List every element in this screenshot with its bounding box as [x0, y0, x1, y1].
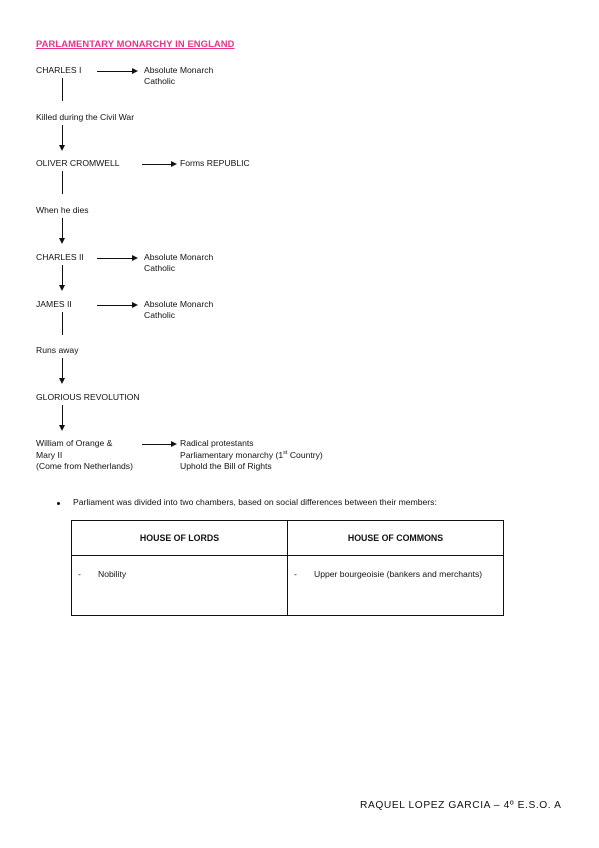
arrow-right-icon: [132, 68, 138, 74]
connector-line: [62, 265, 63, 285]
charles-ii-note-2: Catholic: [144, 263, 176, 273]
arrow-down-icon: [59, 425, 65, 431]
flow-charles-ii: CHARLES II: [36, 252, 84, 262]
connector-line: [62, 171, 63, 194]
flow-connector-when-he-dies: When he dies: [36, 205, 89, 215]
connector-line: [62, 218, 63, 238]
william-note-1: Radical protestants: [180, 438, 254, 448]
william-line-3: (Come from Netherlands): [36, 461, 133, 471]
charles-i-note-1: Absolute Monarch: [144, 65, 214, 75]
james-ii-note-2: Catholic: [144, 310, 176, 320]
arrow-line: [97, 305, 132, 306]
page-footer: RAQUEL LOPEZ GARCIA – 4º E.S.O. A: [360, 800, 562, 811]
cell-lords: - Nobility: [71, 555, 288, 616]
arrow-down-icon: [59, 238, 65, 244]
william-line-1: William of Orange &: [36, 438, 113, 448]
bullet-icon: [57, 502, 60, 505]
connector-line: [62, 358, 63, 378]
william-note-2-superscript: st: [283, 450, 288, 457]
arrow-line: [142, 444, 171, 445]
arrow-line: [142, 164, 171, 165]
flow-charles-i: CHARLES I: [36, 65, 82, 75]
cell-commons-text: Upper bourgeoisie (bankers and merchants…: [314, 569, 483, 579]
cell-lords-text: Nobility: [98, 569, 127, 579]
list-dash: -: [78, 569, 81, 579]
table-row: - Nobility - Upper bourgeoisie (bankers …: [71, 555, 504, 616]
arrow-right-icon: [132, 302, 138, 308]
list-dash: -: [294, 569, 297, 579]
flow-connector-runs-away: Runs away: [36, 345, 79, 355]
header-house-of-lords: HOUSE OF LORDS: [71, 520, 288, 556]
flow-james-ii: JAMES II: [36, 299, 72, 309]
arrow-down-icon: [59, 378, 65, 384]
arrow-down-icon: [59, 145, 65, 151]
arrow-right-icon: [171, 441, 177, 447]
header-house-of-commons: HOUSE OF COMMONS: [287, 520, 504, 556]
charles-i-note-2: Catholic: [144, 76, 176, 86]
flow-glorious-revolution: GLORIOUS REVOLUTION: [36, 392, 140, 402]
table-header-row: HOUSE OF LORDS HOUSE OF COMMONS: [71, 520, 504, 556]
connector-line: [62, 405, 63, 425]
flow-oliver-cromwell: OLIVER CROMWELL: [36, 158, 120, 168]
document-title: PARLAMENTARY MONARCHY IN ENGLAND: [36, 38, 235, 49]
arrow-right-icon: [171, 161, 177, 167]
william-note-2: Parliamentary monarchy (1st Country): [180, 450, 323, 461]
charles-ii-note-1: Absolute Monarch: [144, 252, 214, 262]
cromwell-note: Forms REPUBLIC: [180, 158, 250, 168]
bullet-text: Parliament was divided into two chambers…: [73, 497, 437, 507]
william-note-2-text: Parliamentary monarchy (1: [180, 450, 284, 460]
william-line-2: Mary II: [36, 450, 63, 460]
cell-commons: - Upper bourgeoisie (bankers and merchan…: [287, 555, 504, 616]
flow-connector-civil-war: Killed during the Civil War: [36, 112, 135, 122]
connector-line: [62, 312, 63, 335]
chambers-table: HOUSE OF LORDS HOUSE OF COMMONS - Nobili…: [71, 520, 504, 616]
william-note-3: Uphold the Bill of Rights: [180, 461, 272, 471]
william-note-2-suffix: Country): [287, 450, 323, 460]
arrow-right-icon: [132, 255, 138, 261]
arrow-line: [97, 258, 132, 259]
james-ii-note-1: Absolute Monarch: [144, 299, 214, 309]
connector-line: [62, 78, 63, 101]
arrow-line: [97, 71, 132, 72]
connector-line: [62, 125, 63, 145]
arrow-down-icon: [59, 285, 65, 291]
